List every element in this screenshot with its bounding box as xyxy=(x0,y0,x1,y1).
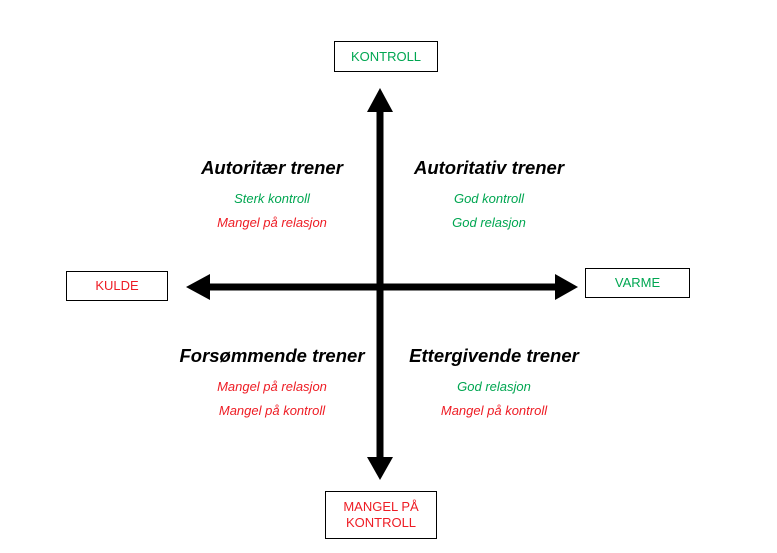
axis-label-left: KULDE xyxy=(66,271,168,301)
axis-label-top: KONTROLL xyxy=(334,41,438,72)
quadrant-title: Autoritær trener xyxy=(201,157,343,178)
quadrant-trait: God relasjon xyxy=(452,215,526,230)
axis-label-mangel-line2: KONTROLL xyxy=(345,515,417,530)
quadrant-trait: Mangel på kontroll xyxy=(440,403,548,418)
quadrant-trait: Mangel på relasjon xyxy=(217,379,327,394)
quadrant-title: Autoritativ trener xyxy=(413,157,565,178)
axis-label-kulde: KULDE xyxy=(95,278,139,293)
arrow-left-icon xyxy=(186,274,210,300)
quadrant-bottom-left: Forsømmende trener Mangel på relasjon Ma… xyxy=(172,345,372,423)
quadrant-title: Forsømmende trener xyxy=(179,345,365,366)
axis-label-right: VARME xyxy=(585,268,690,298)
axis-label-mangel-line1: MANGEL PÅ xyxy=(343,499,419,514)
quadrant-bottom-right: Ettergivende trener God relasjon Mangel … xyxy=(394,345,594,423)
arrow-down-icon xyxy=(367,457,393,480)
quadrant-trait: Sterk kontroll xyxy=(234,191,310,206)
arrow-right-icon xyxy=(555,274,578,300)
quadrant-trait: Mangel på kontroll xyxy=(218,403,326,418)
quadrant-title: Ettergivende trener xyxy=(409,345,579,366)
quadrant-top-right: Autoritativ trener God kontroll God rela… xyxy=(389,157,589,235)
axis-label-kontroll: KONTROLL xyxy=(350,48,422,64)
axis-label-bottom: MANGEL PÅ KONTROLL xyxy=(325,491,437,539)
quadrant-trait: Mangel på relasjon xyxy=(217,215,327,230)
quadrant-trait: God kontroll xyxy=(453,191,525,206)
arrow-up-icon xyxy=(367,88,393,112)
quadrant-top-left: Autoritær trener Sterk kontroll Mangel p… xyxy=(172,157,372,235)
axis-label-varme: VARME xyxy=(614,275,661,290)
quadrant-trait: God relasjon xyxy=(457,379,531,394)
